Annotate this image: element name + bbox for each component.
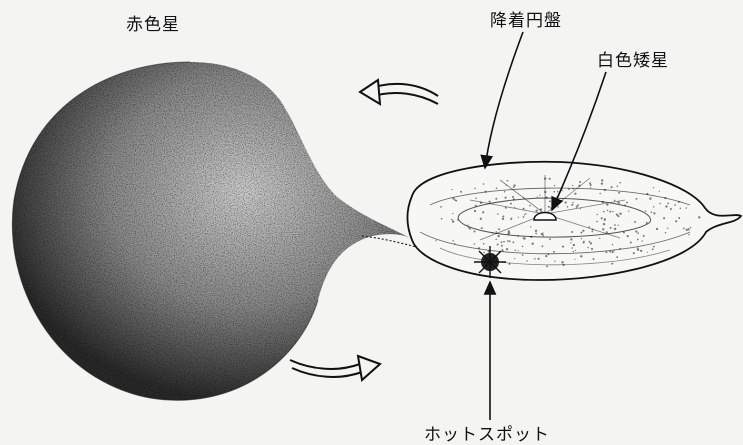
label-red-giant: 赤色星 xyxy=(126,10,180,35)
red-giant-star xyxy=(12,62,410,400)
accretion-disk xyxy=(408,162,742,280)
orbit-arrow-bottom xyxy=(290,356,380,380)
leader-accretion-disk xyxy=(485,32,523,168)
white-dwarf xyxy=(534,213,556,221)
label-hot-spot: ホットスポット xyxy=(424,420,550,445)
label-white-dwarf: 白色矮星 xyxy=(597,46,669,71)
label-accretion-disk: 降着円盤 xyxy=(490,6,562,31)
orbit-arrow-top xyxy=(360,80,438,104)
